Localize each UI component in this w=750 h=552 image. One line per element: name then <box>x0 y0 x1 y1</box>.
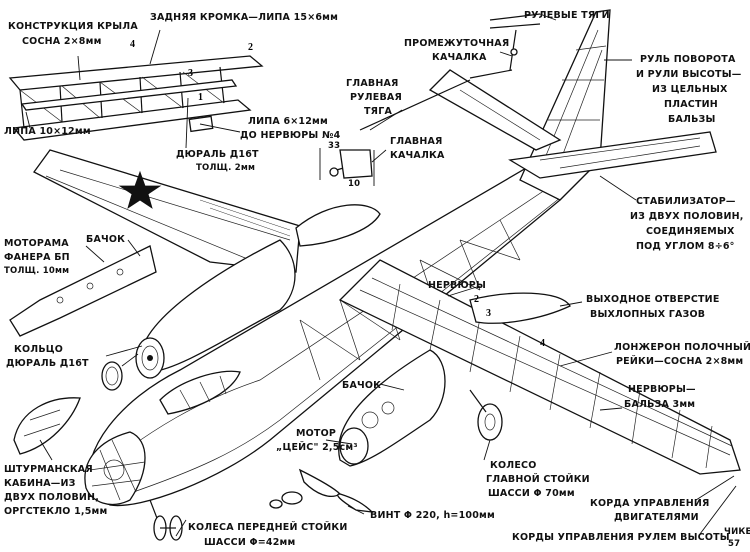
nose-glazing <box>84 431 146 505</box>
rudder-elevators-label-5: БАЛЬЗЫ <box>668 114 716 125</box>
rudder-rods-label: РУЛЕВЫЕ ТЯГИ <box>524 10 610 21</box>
right-wing-frame <box>338 259 741 475</box>
navigator-cabin-label-1: ШТУРМАНСКАЯ <box>4 464 93 475</box>
ribs-balsa-label-1: НЕРВЮРЫ— <box>628 384 696 395</box>
main-rod-label-3: ТЯГА <box>364 106 392 117</box>
stabilizer-label-2: ИЗ ДВУХ ПОЛОВИН, <box>630 211 744 222</box>
rudder-elevators-label-2: И РУЛИ ВЫСОТЫ— <box>636 69 741 80</box>
wing-rib-number-1: 1 <box>198 92 203 103</box>
engine-control-label-2: ДВИГАТЕЛЯМИ <box>614 512 699 523</box>
wing-rib-number-2: 2 <box>248 42 253 53</box>
rudder-elevators-label-1: РУЛЬ ПОВОРОТА <box>640 54 736 65</box>
left-wing <box>33 149 301 273</box>
nose-wheels-label-1: КОЛЕСА ПЕРЕДНЕЙ СТОЙКИ <box>188 521 348 533</box>
leader-lines <box>39 13 737 537</box>
stabilizer-label-1: СТАБИЛИЗАТОР— <box>636 196 736 207</box>
lipa-6x12-label-2: ДО НЕРВЮРЫ №4 <box>240 130 341 141</box>
motor-mount-label-3: ТОЛЩ. 10мм <box>4 266 69 276</box>
control-linkage <box>319 13 541 186</box>
motor-label-1: МОТОР <box>296 428 336 439</box>
motor-mount-label-2: ФАНЕРА БП <box>4 252 70 263</box>
propeller-label: ВИНТ Φ 220, h=100мм <box>370 510 495 521</box>
main-horn-label-1: ГЛАВНАЯ <box>390 136 443 147</box>
ribs-balsa-label-2: БАЛЬЗА 3мм <box>624 399 695 410</box>
spar-label-1: ЛОНЖЕРОН ПОЛОЧНЫЙ <box>614 341 750 353</box>
left-engine-nacelle <box>135 204 381 379</box>
motor-mount-label-1: МОТОРАМА <box>4 238 69 249</box>
navigator-cabin-label-3: ДВУХ ПОЛОВИН, <box>4 492 99 503</box>
main-wheel <box>469 389 503 441</box>
nose-wheels-label-2: ШАССИ Φ=42мм <box>204 537 295 548</box>
cowling-ring <box>101 361 123 391</box>
motor-mount-plate <box>9 245 157 337</box>
stabilizer-label-3: СОЕДИНЯЕМЫХ <box>646 226 735 237</box>
ring-label-1: КОЛЬЦО <box>14 344 63 355</box>
nose-gear <box>149 499 183 541</box>
wing-rib-number-4: 4 <box>130 39 135 50</box>
navigator-cabin-label-2: КАБИНА—ИЗ <box>4 478 76 489</box>
lipa-6x12-label-1: ЛИПА 6×12мм <box>248 116 328 127</box>
navigator-cabin-label-4: ОРГСТЕКЛО 1,5мм <box>4 506 107 517</box>
dural-label-2: ТОЛЩ. 2мм <box>196 163 255 173</box>
dural-label-1: ДЮРАЛЬ Д16Т <box>176 149 259 160</box>
exhaust-label-1: ВЫХОДНОЕ ОТВЕРСТИЕ <box>586 294 720 305</box>
dimension-b: 10 <box>348 179 360 189</box>
main-wheel-label-1: КОЛЕСО <box>490 460 536 471</box>
stabilizer-label-4: ПОД УГЛОМ 8÷6° <box>636 241 735 252</box>
main-rod-label-1: ГЛАВНАЯ <box>346 78 399 89</box>
intermediate-horn-label-1: ПРОМЕЖУТОЧНАЯ <box>404 38 509 49</box>
ribs-label: НЕРВЮРЫ <box>428 280 486 291</box>
wing-structure-label-1: КОНСТРУКЦИЯ КРЫЛА <box>8 21 138 32</box>
engine-control-label-1: КОРДА УПРАВЛЕНИЯ <box>590 498 710 509</box>
ring-label-2: ДЮРАЛЬ Д16Т <box>6 358 89 369</box>
tank-upper-label: БАЧОК <box>86 234 125 245</box>
horizontal-stabilizer <box>428 69 717 179</box>
dimension-a: 33 <box>328 141 340 151</box>
wing-structure-label-2: СОСНА 2×8мм <box>22 36 102 47</box>
exhaust-label-2: ВЫХЛОПНЫХ ГАЗОВ <box>590 309 705 320</box>
motor-label-2: „ЦЕЙС" 2,5см³ <box>276 441 358 453</box>
trailing-edge-label: ЗАДНЯЯ КРОМКА—ЛИПА 15×6мм <box>150 12 338 23</box>
signature-line-2: 57 <box>728 539 740 549</box>
right-engine-nacelle <box>338 292 571 467</box>
rudder-elevators-label-4: ПЛАСТИН <box>664 99 718 110</box>
wing-structure-detail <box>8 29 264 149</box>
elevator-cords-label: КОРДЫ УПРАВЛЕНИЯ РУЛЕМ ВЫСОТЫ <box>512 532 730 543</box>
lipa-10x12-label: ЛИПА 10×12мм <box>4 126 91 137</box>
navigator-cabin-half <box>13 397 81 455</box>
main-rod-label-2: РУЛЕВАЯ <box>350 92 402 103</box>
right-wing-rib-3: 3 <box>486 308 491 319</box>
propeller <box>269 468 374 513</box>
tank-lower-label: БАЧОК <box>342 380 381 391</box>
main-horn-label-2: КАЧАЛКА <box>390 150 445 161</box>
star-insignia-icon <box>118 170 162 209</box>
signature-line-1: ЧИКЕ <box>724 527 750 537</box>
main-wheel-label-2: ГЛАВНОЙ СТОЙКИ <box>486 473 590 485</box>
intermediate-horn-label-2: КАЧАЛКА <box>432 52 487 63</box>
rudder-elevators-label-3: ИЗ ЦЕЛЬНЫХ <box>652 84 728 95</box>
right-wing-rib-2: 2 <box>474 294 479 305</box>
right-wing-rib-4: 4 <box>540 338 545 349</box>
spar-label-2: РЕЙКИ—СОСНА 2×8мм <box>616 355 743 367</box>
main-wheel-label-3: ШАССИ Φ 70мм <box>488 488 575 499</box>
wing-rib-number-3: 3 <box>188 68 193 79</box>
